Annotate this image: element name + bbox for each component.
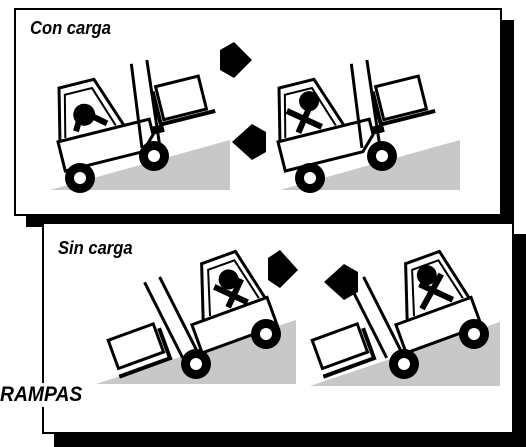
- scene-loaded-forward-up: [50, 42, 252, 193]
- scene-unloaded-forward-down: [310, 249, 500, 386]
- right-arrow-icon: [220, 42, 252, 78]
- forklift-wheels: [65, 141, 169, 193]
- top-panel-title: Con carga: [30, 18, 111, 38]
- forklift-wheels: [295, 141, 397, 193]
- bottom-panel-title: Sin carga: [58, 238, 133, 258]
- right-arrow-icon: [268, 250, 298, 288]
- forklift-unloaded: [106, 249, 280, 379]
- forklift-wheels: [389, 319, 489, 379]
- forklift-loaded: [276, 59, 436, 173]
- left-arrow-icon: [324, 264, 358, 300]
- ramp: [50, 140, 230, 190]
- section-label: RAMPAS: [0, 383, 86, 407]
- forklift-wheels: [181, 319, 281, 379]
- forklift-loaded: [56, 59, 216, 173]
- left-arrow-icon: [232, 124, 266, 160]
- forklift-unloaded: [310, 249, 484, 379]
- scene-unloaded-reverse-up: [96, 249, 298, 384]
- scene-loaded-reverse-down: [232, 59, 460, 193]
